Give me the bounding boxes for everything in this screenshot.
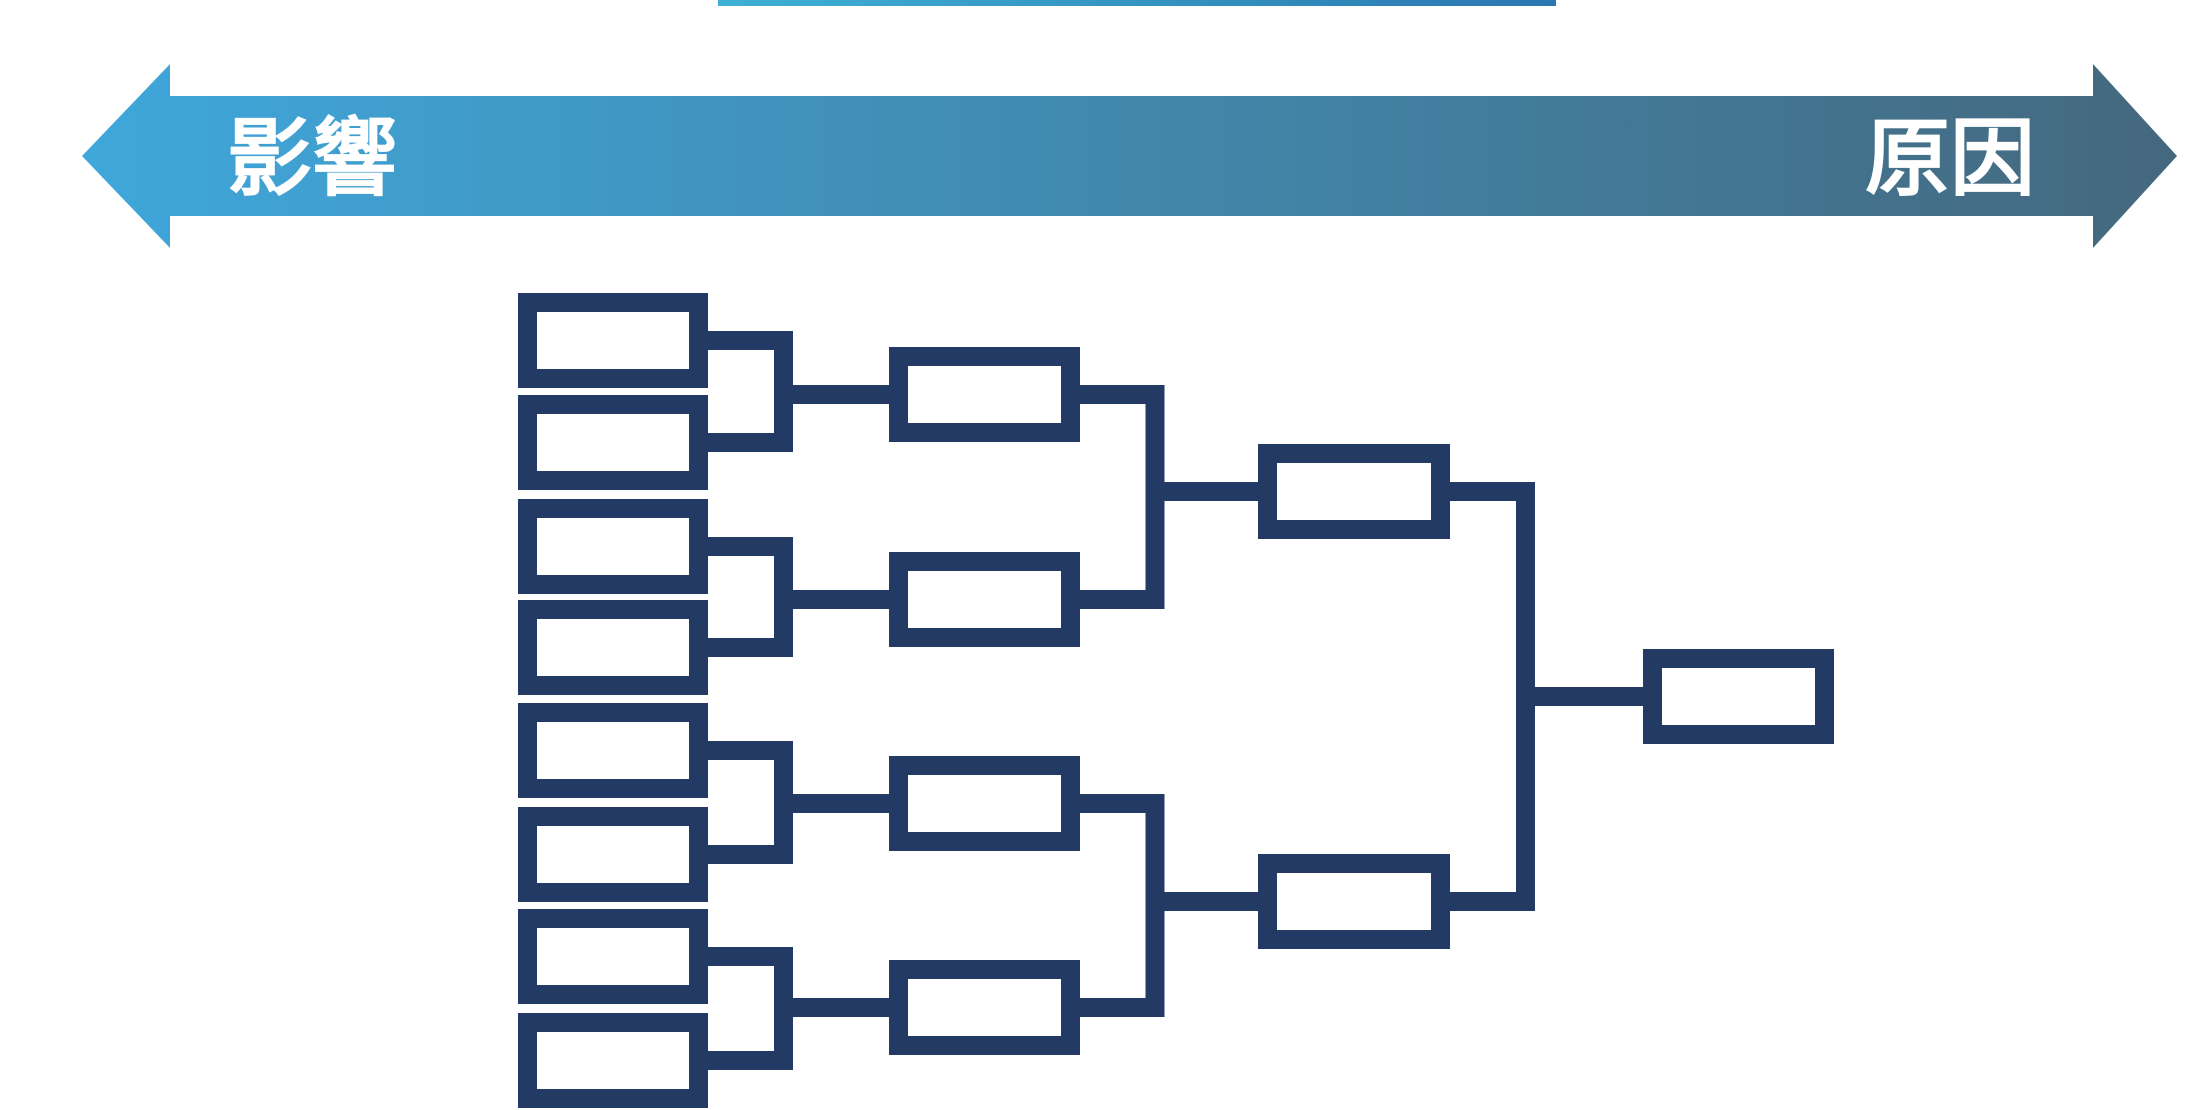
effect-label: 影響 [227, 110, 397, 209]
bracket-box-l1-8 [518, 1013, 708, 1108]
pair-connector-l1-3 [708, 741, 793, 864]
bracket-box-l3-2 [1258, 854, 1450, 949]
bracket-box-l1-4 [518, 600, 708, 695]
pair-connector-l1-4 [708, 947, 793, 1070]
bracket-box-l1-7 [518, 909, 708, 1004]
pair-connector-l1-2 [708, 537, 793, 657]
pair-connector-l3-1 [1450, 482, 1535, 911]
bracket-box-l3-1 [1258, 444, 1450, 539]
pair-connector-l1-1 [708, 331, 793, 452]
bracket-box-l2-1 [889, 347, 1080, 442]
pair-connector-l2-2 [1080, 794, 1165, 1017]
bracket-box-l1-2 [518, 395, 708, 490]
cause-effect-axis-arrow [82, 64, 2177, 248]
bracket-box-l1-1 [518, 293, 708, 388]
top-divider-line [718, 0, 1556, 6]
bracket-box-l4-1 [1643, 649, 1834, 744]
bracket-box-l2-3 [889, 756, 1080, 851]
bracket-tree [518, 293, 1834, 1108]
bracket-box-l2-4 [889, 960, 1080, 1055]
bracket-box-l1-3 [518, 499, 708, 594]
bracket-box-l2-2 [889, 552, 1080, 647]
bracket-box-l1-6 [518, 807, 708, 902]
bracket-box-l1-5 [518, 703, 708, 798]
cause-label: 原因 [1865, 110, 2035, 209]
pair-connector-l2-1 [1080, 385, 1165, 609]
